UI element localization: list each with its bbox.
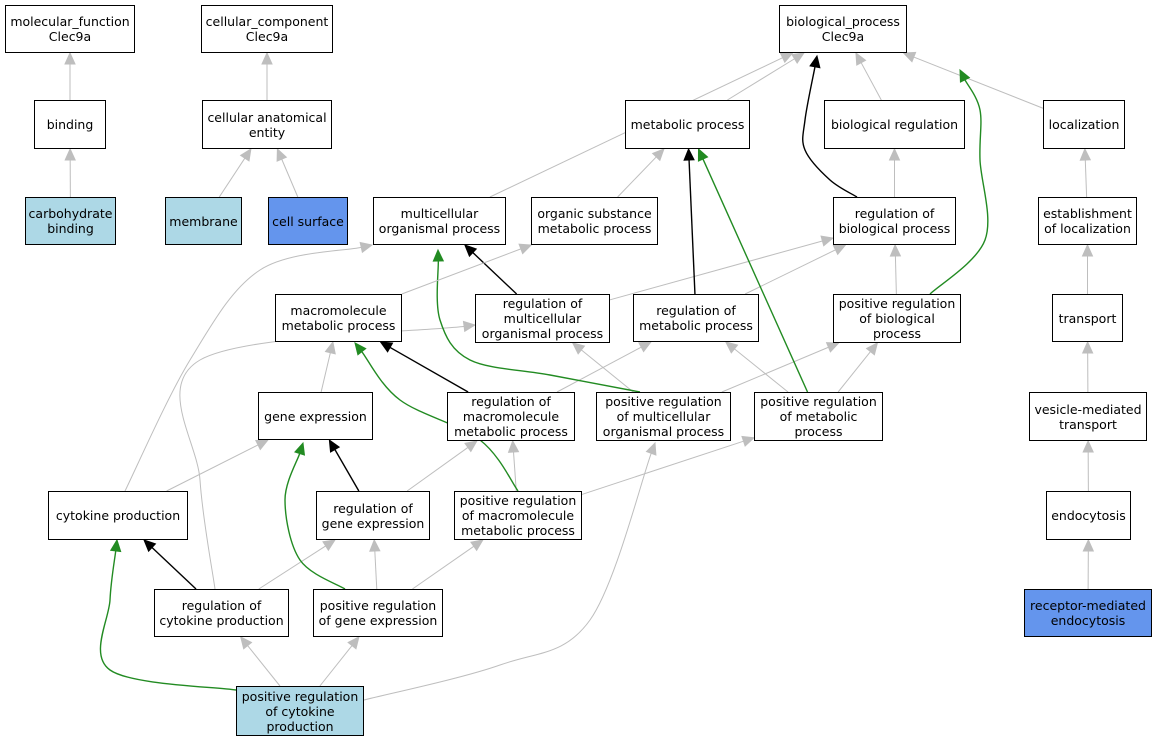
node-label: regulation of macromolecule metabolic pr… xyxy=(454,394,568,439)
node-label: gene expression xyxy=(264,408,367,424)
node-label: positive regulation of metabolic process xyxy=(760,394,877,439)
node-est-loc[interactable]: establishment of localization xyxy=(1038,197,1137,245)
node-cc-clec9a[interactable]: cellular_component Clec9a xyxy=(201,5,333,53)
node-label: endocytosis xyxy=(1051,508,1126,523)
node-label: positive regulation of macromolecule met… xyxy=(459,493,577,538)
node-localization[interactable]: localization xyxy=(1043,100,1125,149)
node-label: carbohydrate binding xyxy=(28,206,113,236)
node-label: biological regulation xyxy=(830,117,959,132)
node-label: macromolecule metabolic process xyxy=(281,303,396,333)
node-label: positive regulation of cytokine producti… xyxy=(241,688,359,734)
node-label: regulation of multicellular organismal p… xyxy=(481,296,604,341)
node-reg-cyto[interactable]: regulation of cytokine production xyxy=(154,589,289,637)
node-label: vesicle-mediated transport xyxy=(1034,401,1142,432)
node-pos-reg-mp[interactable]: positive regulation of metabolic process xyxy=(754,392,883,441)
node-label: positive regulation of biological proces… xyxy=(838,296,956,341)
node-label: cytokine production xyxy=(55,508,181,523)
node-label: localization xyxy=(1048,117,1120,132)
node-label: positive regulation of multicellular org… xyxy=(602,394,725,439)
node-multicellular[interactable]: multicellular organismal process xyxy=(373,197,506,245)
node-vesicle[interactable]: vesicle-mediated transport xyxy=(1029,392,1147,441)
node-label: molecular_function Clec9a xyxy=(10,14,130,44)
node-label: regulation of gene expression xyxy=(321,500,425,531)
node-rme[interactable]: receptor-mediated endocytosis xyxy=(1024,589,1152,637)
node-label: cell surface xyxy=(272,213,344,229)
node-pos-reg-macro[interactable]: positive regulation of macromolecule met… xyxy=(454,491,582,540)
node-label: biological_process Clec9a xyxy=(786,14,900,44)
node-pos-reg-cyto[interactable]: positive regulation of cytokine producti… xyxy=(236,686,364,736)
node-label: metabolic process xyxy=(630,117,745,132)
node-reg-macro[interactable]: regulation of macromolecule metabolic pr… xyxy=(447,392,575,441)
node-pos-reg-gene[interactable]: positive regulation of gene expression xyxy=(313,589,443,637)
node-label: multicellular organismal process xyxy=(378,206,501,236)
node-transport[interactable]: transport xyxy=(1052,294,1123,342)
node-label: positive regulation of gene expression xyxy=(318,598,438,628)
node-carb-binding[interactable]: carbohydrate binding xyxy=(25,197,116,245)
node-cell-surface[interactable]: cell surface xyxy=(268,197,348,245)
node-reg-bio[interactable]: regulation of biological process xyxy=(833,197,956,245)
node-mf-clec9a[interactable]: molecular_function Clec9a xyxy=(5,5,135,53)
node-cae[interactable]: cellular anatomical entity xyxy=(202,100,332,149)
node-reg-multi[interactable]: regulation of multicellular organismal p… xyxy=(475,294,610,343)
node-label: cellular_component Clec9a xyxy=(205,14,329,44)
node-macro-mp[interactable]: macromolecule metabolic process xyxy=(275,294,402,342)
node-endocytosis[interactable]: endocytosis xyxy=(1046,491,1131,540)
node-gene-expr[interactable]: gene expression xyxy=(258,392,373,440)
node-label: membrane xyxy=(169,213,238,229)
node-binding[interactable]: binding xyxy=(34,100,106,149)
node-label: transport xyxy=(1058,310,1117,326)
node-bp-clec9a[interactable]: biological_process Clec9a xyxy=(779,5,907,53)
node-label: regulation of metabolic process xyxy=(639,303,753,333)
node-label: receptor-mediated endocytosis xyxy=(1030,598,1146,628)
node-osmp[interactable]: organic substance metabolic process xyxy=(531,197,658,245)
node-label: organic substance metabolic process xyxy=(537,206,652,236)
node-membrane[interactable]: membrane xyxy=(165,197,242,245)
node-reg-gene[interactable]: regulation of gene expression xyxy=(316,491,430,540)
node-cytokine-prod[interactable]: cytokine production xyxy=(48,491,188,540)
node-pos-reg-bio[interactable]: positive regulation of biological proces… xyxy=(833,294,961,343)
node-label: binding xyxy=(46,117,94,132)
node-biological-regulation[interactable]: biological regulation xyxy=(824,100,965,149)
node-label: establishment of localization xyxy=(1043,206,1132,236)
node-pos-reg-multi[interactable]: positive regulation of multicellular org… xyxy=(596,392,731,441)
node-label: regulation of cytokine production xyxy=(159,598,284,628)
node-label: cellular anatomical entity xyxy=(207,109,327,140)
node-reg-mp[interactable]: regulation of metabolic process xyxy=(633,294,759,342)
node-metabolic-process[interactable]: metabolic process xyxy=(625,100,750,149)
node-label: regulation of biological process xyxy=(838,206,951,236)
